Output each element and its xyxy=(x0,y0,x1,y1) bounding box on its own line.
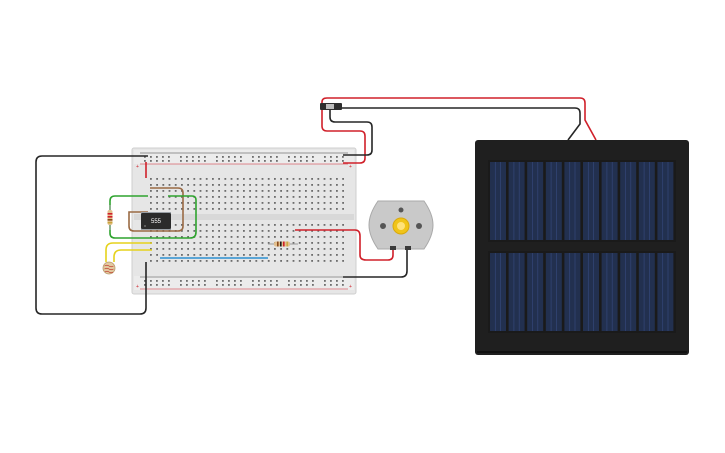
wire-green[interactable] xyxy=(109,195,197,239)
slide-switch[interactable] xyxy=(320,103,342,110)
svg-text:+: + xyxy=(349,284,352,290)
svg-text:+: + xyxy=(349,164,352,170)
wire-black-left-loop[interactable] xyxy=(35,155,148,315)
switch-knob[interactable] xyxy=(326,104,334,109)
solar-cell xyxy=(657,162,674,240)
wire-yellow-upper[interactable] xyxy=(105,242,152,262)
solar-cell xyxy=(527,162,544,240)
resistor-vertical[interactable] xyxy=(107,205,113,230)
solar-cell xyxy=(583,253,599,331)
solar-cell xyxy=(657,253,674,331)
solar-cell xyxy=(620,162,637,240)
wire-black-solar[interactable] xyxy=(337,106,581,141)
solar-cell xyxy=(508,253,525,331)
wire-yellow-lower[interactable] xyxy=(113,249,152,262)
resistor-horizontal[interactable] xyxy=(268,241,298,247)
center-channel xyxy=(134,214,354,220)
solar-panel[interactable] xyxy=(475,140,689,355)
wire-brown[interactable] xyxy=(128,187,184,232)
photoresistor[interactable] xyxy=(102,261,116,275)
ne555-timer-ic[interactable]: 555 xyxy=(141,212,171,230)
solar-cell xyxy=(508,162,525,240)
solar-cell xyxy=(638,162,655,240)
svg-text:+: + xyxy=(136,164,139,170)
solar-cell xyxy=(601,253,618,331)
wire-black-motor[interactable] xyxy=(343,248,408,278)
solar-cell xyxy=(583,162,599,240)
ic-label: 555 xyxy=(151,219,162,225)
wire-red-motor[interactable] xyxy=(295,229,394,261)
solar-cell xyxy=(490,162,506,240)
solar-cell xyxy=(638,253,655,331)
svg-text:+: + xyxy=(136,284,139,290)
dc-motor[interactable] xyxy=(368,200,434,250)
solar-cells xyxy=(490,162,674,331)
solar-cell xyxy=(527,253,544,331)
solar-cell xyxy=(490,253,506,331)
bottom-power-rail xyxy=(134,276,354,290)
breadboard-holes xyxy=(144,156,344,286)
solar-cell xyxy=(545,162,562,240)
wire-red-solar[interactable] xyxy=(321,97,597,141)
wire-black-switch-rail[interactable] xyxy=(329,108,373,156)
solar-cell xyxy=(545,253,562,331)
top-power-rail xyxy=(134,150,354,164)
solar-cell xyxy=(564,253,581,331)
solar-cell xyxy=(601,162,618,240)
solar-cell xyxy=(564,162,581,240)
wire-red-switch-rail[interactable] xyxy=(321,108,366,164)
solar-cell xyxy=(620,253,637,331)
